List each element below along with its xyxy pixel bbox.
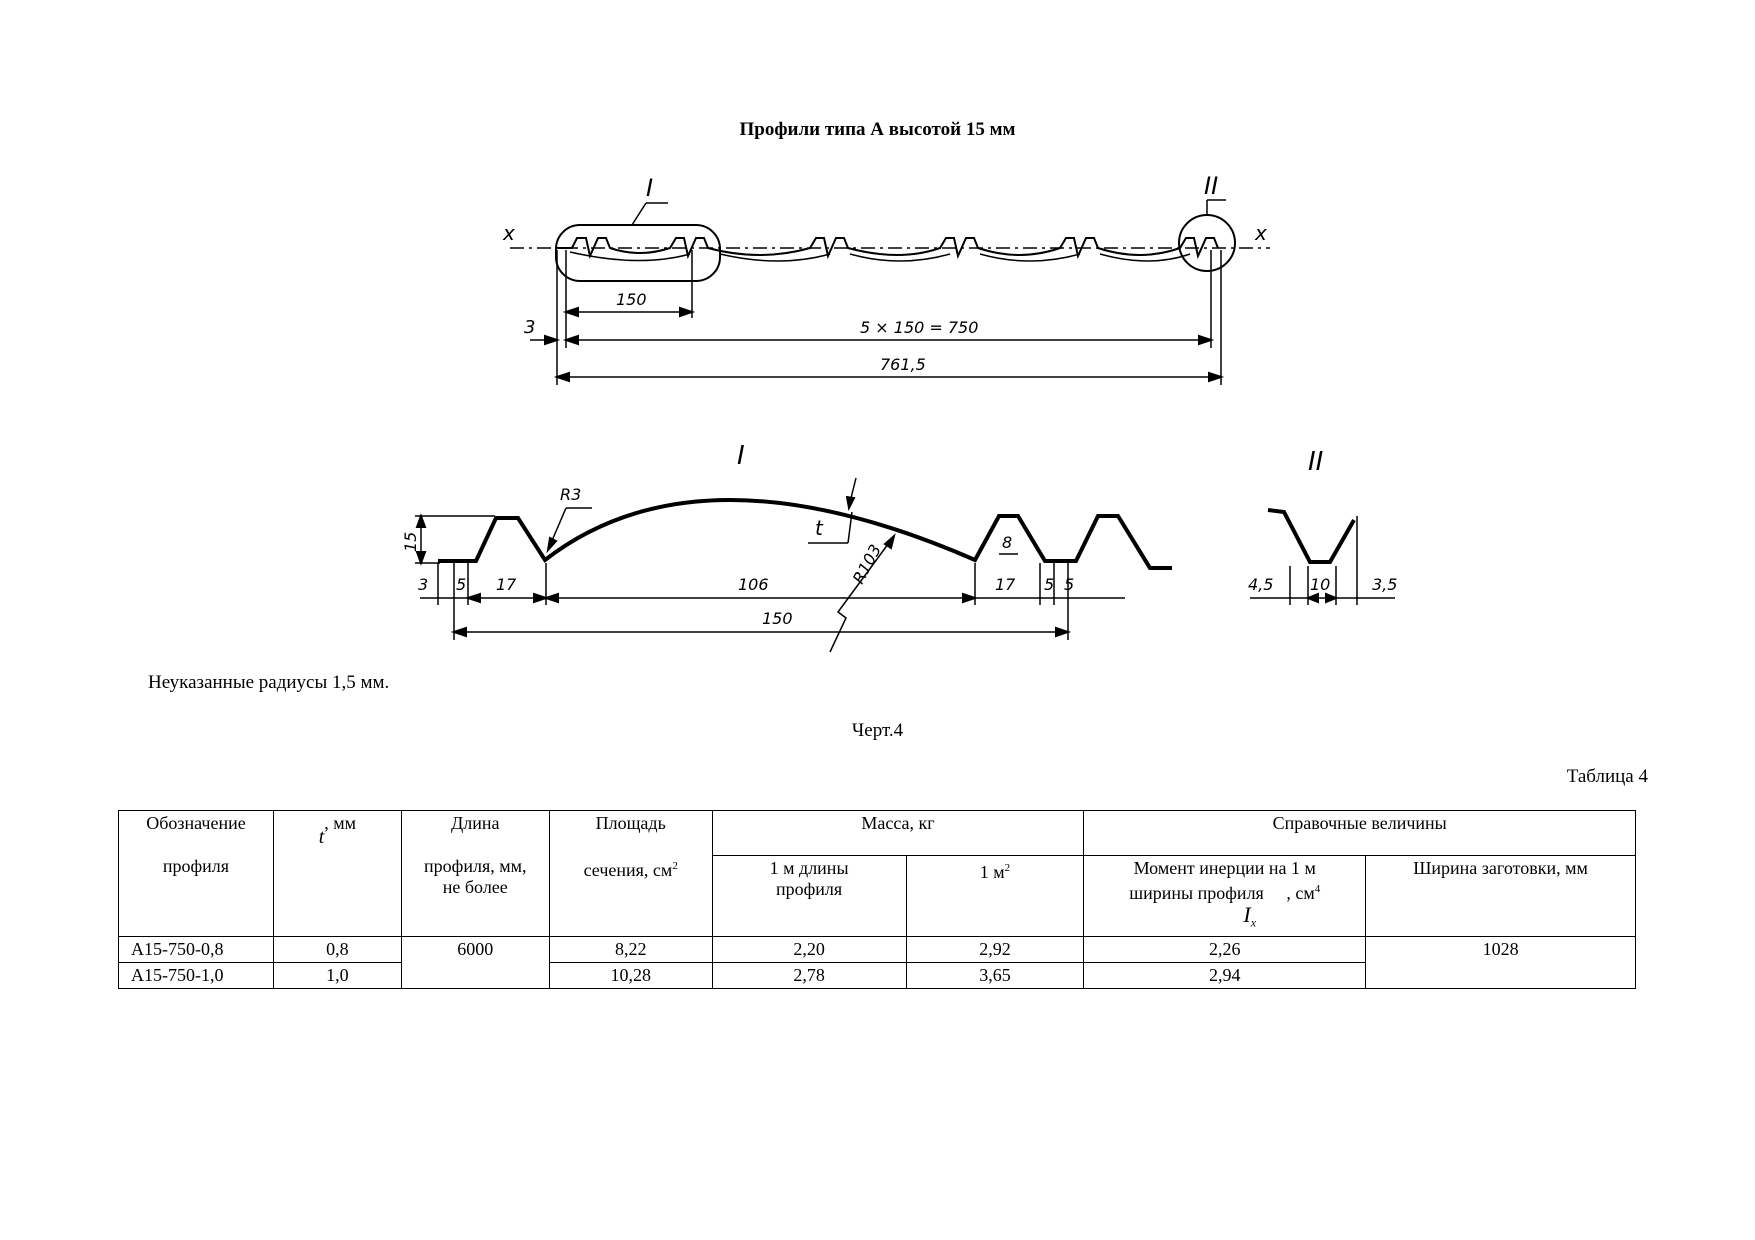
col-area: Площадь сечения, см2 <box>548 810 713 937</box>
label-r3: R3 <box>560 485 581 504</box>
col-thickness: t, мм <box>272 810 402 937</box>
label-axis-right: x <box>1254 221 1267 245</box>
label-dim-150-overview: 150 <box>616 290 647 309</box>
label-thickness-t: t <box>815 516 824 540</box>
detail-II-profile <box>1267 508 1356 564</box>
cell-designation: А15-750-0,8 <box>118 936 274 963</box>
cell-length: 6000 <box>400 936 550 989</box>
cell-moment: 2,26 <box>1083 936 1367 963</box>
col-blank-width: Ширина заготовки, мм <box>1365 855 1636 937</box>
cell-moment: 2,94 <box>1083 962 1367 989</box>
label-detail-I: I <box>737 441 745 471</box>
label-dim-3-5: 3,5 <box>1372 575 1397 594</box>
label-dim-5b: 5 <box>1044 575 1054 594</box>
label-r103: R103 <box>849 541 885 587</box>
label-detail-II: II <box>1308 447 1323 477</box>
cell-mass-m2: 3,65 <box>905 962 1085 989</box>
label-dim-4-5: 4,5 <box>1248 575 1273 594</box>
label-dim-750: 5 × 150 = 750 <box>860 318 978 337</box>
profile-overview-line <box>555 237 1219 260</box>
col-length: Длина профиля, мм, не более <box>400 810 550 937</box>
cell-mass-m: 2,78 <box>711 962 907 989</box>
table-caption: Таблица 4 <box>1566 766 1648 787</box>
page-title: Профили типа А высотой 15 мм <box>739 119 1016 140</box>
label-dim-8: 8 <box>1002 533 1012 552</box>
label-height-15: 15 <box>401 532 420 552</box>
view-II-marker <box>1178 214 1236 272</box>
cell-mass-m: 2,20 <box>711 936 907 963</box>
label-dim-3: 3 <box>418 575 428 594</box>
col-designation: Обозначение профиля <box>118 810 274 937</box>
detail-I-profile <box>438 498 1172 570</box>
label-dim-150: 150 <box>762 609 793 628</box>
profile-overview <box>510 199 1270 385</box>
note-radii: Неуказанные радиусы 1,5 мм. <box>148 672 390 693</box>
label-dim-5c: 5 <box>1064 575 1074 594</box>
cell-blank-width: 1028 <box>1365 936 1636 989</box>
label-dim-5a: 5 <box>456 575 466 594</box>
table-row: А15-750-1,0 1,0 10,28 2,78 3,65 2,94 <box>118 962 1636 989</box>
col-mass: Масса, кг <box>711 810 1085 856</box>
label-dim-10: 10 <box>1310 575 1330 594</box>
col-mass-per-m2: 1 м2 <box>905 855 1085 937</box>
col-moment: Момент инерции на 1 м ширины профиля , с… <box>1083 855 1367 937</box>
label-dim-17b: 17 <box>995 575 1016 594</box>
detail-II <box>1250 508 1395 605</box>
col-reference: Справочные величины <box>1083 810 1636 856</box>
cell-area: 8,22 <box>548 936 713 963</box>
label-axis-left: x <box>502 221 515 245</box>
label-dim-761-5: 761,5 <box>880 355 926 374</box>
cell-mass-m2: 2,92 <box>905 936 1085 963</box>
profile-overview-line-2 <box>569 251 1191 262</box>
cell-thickness: 0,8 <box>272 936 402 963</box>
cell-thickness: 1,0 <box>272 962 402 989</box>
detail-I <box>415 477 1172 653</box>
label-view-I: I <box>646 174 653 202</box>
label-dim-106: 106 <box>738 575 769 594</box>
label-dim-3-overview: 3 <box>524 317 535 338</box>
cell-designation: А15-750-1,0 <box>118 962 274 989</box>
col-mass-per-m: 1 м длины профиля <box>711 855 907 937</box>
profile-table: Обозначение профиля t, мм Длина профиля,… <box>118 810 1636 989</box>
view-I-marker <box>555 224 721 282</box>
figure-caption: Черт.4 <box>851 720 904 741</box>
cell-area: 10,28 <box>548 962 713 989</box>
label-view-II: II <box>1204 172 1218 200</box>
label-dim-17a: 17 <box>496 575 517 594</box>
table-row: А15-750-0,8 0,8 6000 8,22 2,20 2,92 2,26… <box>118 936 1636 989</box>
